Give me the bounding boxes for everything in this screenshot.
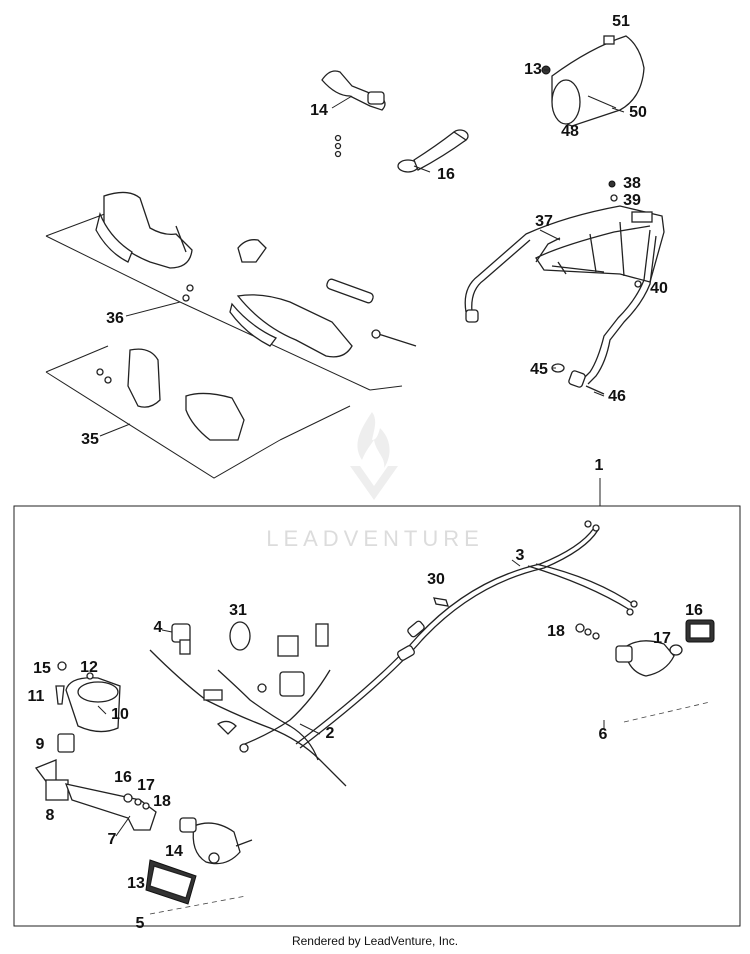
part-30-plates xyxy=(45,345,351,479)
callout-35[interactable]: 37 xyxy=(535,213,553,230)
part-31-handguards xyxy=(45,191,417,391)
callout-4[interactable]: 4 xyxy=(154,619,163,636)
callouts: 51 13 50 48 14 16 38 39 37 40 36 45 46 3… xyxy=(28,13,703,932)
callout-15[interactable]: 15 xyxy=(33,660,51,677)
watermark-text: LEADVENTURE xyxy=(266,526,484,551)
part-4-switch xyxy=(171,623,191,655)
part-3-harness xyxy=(295,520,638,749)
part-25-ring xyxy=(229,621,251,651)
footer-credit: Rendered by LeadVenture, Inc. xyxy=(291,934,459,948)
callout-40[interactable]: 46 xyxy=(608,388,626,405)
callout-46[interactable]: 51 xyxy=(612,13,630,30)
part-6-turn-signal xyxy=(575,619,715,723)
callout-16-rear[interactable]: 18 xyxy=(547,623,565,640)
callout-25[interactable]: 31 xyxy=(229,602,247,619)
callout-47[interactable]: 50 xyxy=(629,104,647,121)
part-35-rack xyxy=(464,180,665,395)
callout-38[interactable]: 40 xyxy=(650,280,668,297)
callout-18[interactable]: 18 xyxy=(153,793,171,810)
callout-30[interactable]: 35 xyxy=(81,431,99,448)
callout-45[interactable]: 48 xyxy=(561,123,579,140)
callout-3[interactable]: 3 xyxy=(516,547,525,564)
watermark-logo-icon xyxy=(350,412,398,500)
kit-1-box xyxy=(13,478,741,927)
callout-5[interactable]: 5 xyxy=(136,915,145,932)
callout-1[interactable]: 1 xyxy=(595,457,604,474)
leader-lines xyxy=(97,69,625,837)
part-2-wiring xyxy=(149,623,347,787)
callout-36[interactable]: 38 xyxy=(623,175,641,192)
callout-6[interactable]: 6 xyxy=(599,726,608,743)
part-7-bracket xyxy=(34,759,157,831)
part-10-headlight-mount xyxy=(55,661,121,733)
callout-2[interactable]: 2 xyxy=(326,725,335,742)
callout-9[interactable]: 9 xyxy=(36,736,45,753)
callout-12[interactable]: 12 xyxy=(80,659,98,676)
callout-37[interactable]: 39 xyxy=(623,192,641,209)
callout-7[interactable]: 7 xyxy=(108,831,117,848)
callout-8[interactable]: 8 xyxy=(46,807,55,824)
part-46-toolbag xyxy=(541,35,645,127)
callout-51[interactable]: 16 xyxy=(437,166,455,183)
callout-17[interactable]: 17 xyxy=(137,777,155,794)
part-5-turn-signal xyxy=(145,817,253,915)
part-9-relay xyxy=(57,733,75,753)
callout-16[interactable]: 16 xyxy=(114,769,132,786)
callout-48[interactable]: 13 xyxy=(524,61,542,78)
callout-31[interactable]: 36 xyxy=(106,310,124,327)
callout-13-rear[interactable]: 16 xyxy=(685,602,703,619)
callout-50[interactable]: 14 xyxy=(310,102,328,119)
part-50-tool xyxy=(321,70,386,158)
callout-14[interactable]: 14 xyxy=(165,843,183,860)
watermark: LEADVENTURE xyxy=(266,412,484,551)
callout-11[interactable]: 11 xyxy=(28,688,45,705)
callout-14-rear[interactable]: 17 xyxy=(653,630,671,647)
callout-10[interactable]: 10 xyxy=(111,706,129,723)
callout-39[interactable]: 45 xyxy=(530,361,548,378)
part-51-strap xyxy=(397,129,469,173)
callout-13[interactable]: 13 xyxy=(127,875,145,892)
callout-20[interactable]: 30 xyxy=(427,571,445,588)
